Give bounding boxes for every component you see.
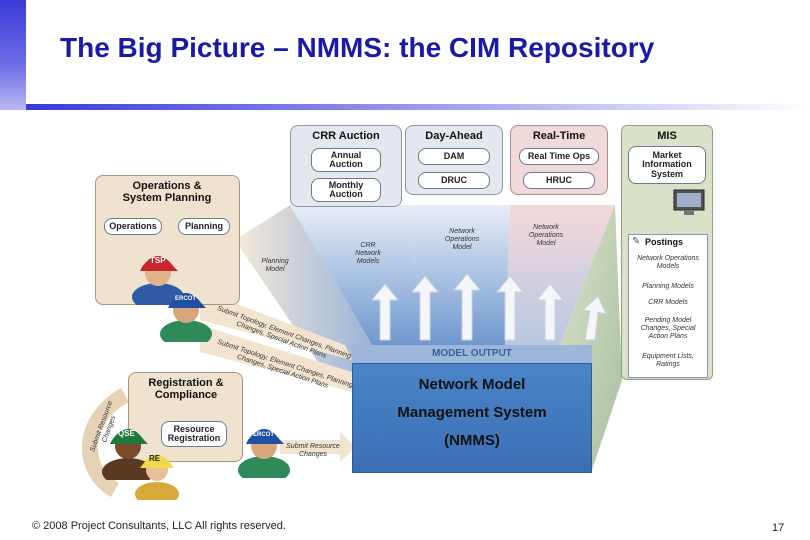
up-arrow-1 bbox=[370, 283, 400, 341]
monthly-auction[interactable]: Monthly Auction bbox=[311, 178, 381, 202]
planning-button[interactable]: Planning bbox=[178, 218, 230, 235]
resource-arrow bbox=[280, 432, 356, 462]
page-number: 17 bbox=[772, 522, 785, 534]
posting-network-operations-models[interactable]: Network Operations Models bbox=[637, 255, 699, 271]
ercot-hat-label-1: ERCOT bbox=[175, 296, 196, 302]
day-ahead-box: Day-Ahead DAM DRUC bbox=[405, 125, 503, 195]
operations-button[interactable]: Operations bbox=[104, 218, 162, 235]
ercot-hat-label-2: ERCOT bbox=[253, 432, 274, 438]
submit-resource-changes-label: Submit Resource Changes bbox=[286, 443, 340, 459]
nmms-line2: Management System bbox=[397, 404, 547, 421]
registration-header: Registration & Compliance bbox=[148, 377, 224, 402]
registration-compliance-box: Registration & Compliance Resource Regis… bbox=[128, 372, 243, 462]
posting-equipment-lists[interactable]: Equipment Lists, Ratings bbox=[642, 353, 694, 369]
resource-registration-button[interactable]: Resource Registration bbox=[161, 421, 227, 447]
crr-network-models-label: CRR Network Models bbox=[355, 242, 381, 266]
realtime-network-label: Network Operations Model bbox=[528, 224, 564, 248]
real-time-ops[interactable]: Real Time Ops bbox=[519, 148, 599, 165]
up-arrow-3 bbox=[452, 273, 482, 341]
posting-pending-model-changes[interactable]: Pending Model Changes, Special Action Pl… bbox=[640, 317, 696, 341]
dayahead-network-label: Network Operations Model bbox=[444, 228, 480, 252]
registration-arc bbox=[82, 388, 130, 497]
posting-planning-models[interactable]: Planning Models bbox=[642, 283, 694, 290]
crr-auction-box: CRR Auction Annual Auction Monthly Aucti… bbox=[290, 125, 402, 207]
tsp-hat-label: TSP bbox=[150, 256, 166, 265]
footer-copyright: © 2008 Project Consultants, LLC All righ… bbox=[32, 520, 286, 532]
operations-planning-header: Operations & System Planning bbox=[122, 180, 212, 205]
dayahead-fan bbox=[405, 205, 510, 345]
re-person-icon: RE bbox=[135, 454, 179, 500]
postings-icon: ✎ bbox=[632, 236, 641, 247]
up-arrow-4 bbox=[495, 275, 525, 341]
re-hat-label: RE bbox=[149, 454, 161, 463]
operations-planning-box: Operations & System Planning Operations … bbox=[95, 175, 240, 305]
title-rule bbox=[26, 104, 810, 110]
tsp-person-icon: TSP bbox=[132, 256, 184, 305]
real-time-box: Real-Time Real Time Ops HRUC bbox=[510, 125, 608, 195]
crr-fan bbox=[290, 205, 430, 345]
nmms-box: Network Model Management System (NMMS) bbox=[352, 363, 592, 473]
dam[interactable]: DAM bbox=[418, 148, 490, 165]
up-arrow-6 bbox=[581, 295, 607, 341]
up-arrow-2 bbox=[410, 275, 440, 341]
model-output-label: MODEL OUTPUT bbox=[352, 345, 592, 363]
annual-auction[interactable]: Annual Auction bbox=[311, 148, 381, 172]
operations-fan bbox=[235, 205, 372, 380]
flow-band-2 bbox=[200, 325, 352, 392]
slide-title: The Big Picture – NMMS: the CIM Reposito… bbox=[60, 32, 655, 63]
nmms-line3: (NMMS) bbox=[444, 432, 500, 449]
market-information-system[interactable]: Market Information System bbox=[628, 146, 706, 184]
qse-hat-label: QSE bbox=[118, 429, 136, 438]
flow-band-1 bbox=[200, 290, 352, 360]
qse-person-icon: QSE bbox=[102, 429, 154, 480]
left-accent-bar bbox=[0, 0, 26, 110]
planning-model-label: Planning Model bbox=[261, 258, 289, 274]
ercot-person-icon-2: ERCOT bbox=[238, 429, 290, 478]
realtime-fan bbox=[505, 205, 615, 345]
posting-crr-models[interactable]: CRR Models bbox=[648, 299, 688, 306]
hruc[interactable]: HRUC bbox=[523, 172, 595, 189]
computer-icon bbox=[673, 189, 705, 215]
up-arrow-5 bbox=[535, 283, 565, 341]
druc[interactable]: DRUC bbox=[418, 172, 490, 189]
postings-box: ✎ Postings Network Operations Models Pla… bbox=[628, 234, 708, 378]
ercot-person-icon-1: ERCOT bbox=[160, 293, 212, 342]
nmms-line1: Network Model bbox=[418, 376, 526, 393]
